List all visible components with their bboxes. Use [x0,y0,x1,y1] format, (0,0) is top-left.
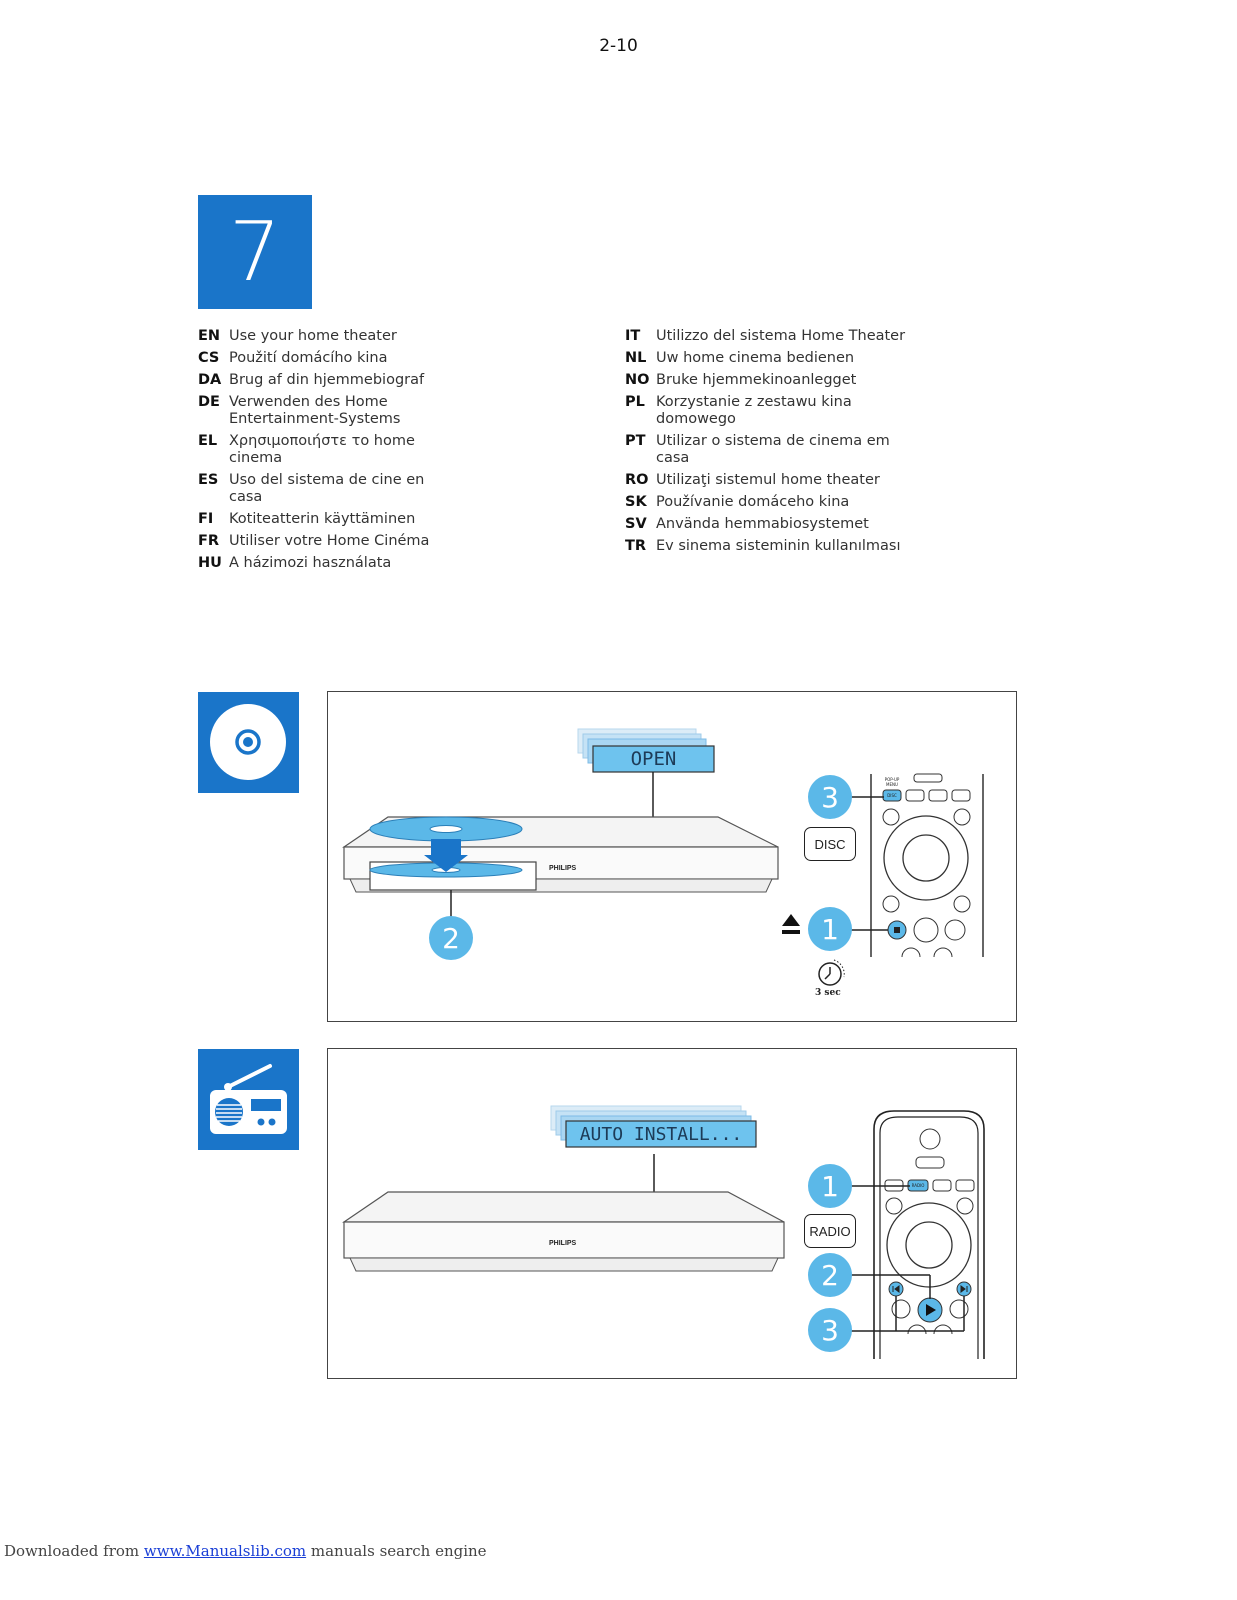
language-title: Utilizar o sistema de cinema em casa [656,433,890,466]
radio-icon-box [198,1049,299,1150]
language-code: PL [625,394,645,410]
language-row-fr: FR Utiliser votre Home Cinéma [198,533,449,550]
language-code: EL [198,433,218,449]
callout-2: 2 [808,1253,852,1297]
language-code: FI [198,511,214,527]
language-row-de: DE Verwenden des Home Entertainment-Syste… [198,394,449,428]
disc-button[interactable]: DISC [804,827,856,861]
language-title: Uw home cinema bedienen [656,350,855,366]
eject-icon [782,914,800,934]
footer-suffix: manuals search engine [306,1542,487,1560]
language-code: SV [625,516,647,532]
footer-prefix: Downloaded from [4,1542,144,1560]
language-code: DA [198,372,222,388]
stopwatch-icon [818,959,845,986]
player-brand-label: PHILIPS [549,1240,577,1247]
step-number-badge: 7 [198,195,312,309]
language-title: Brug af din hjemmebiograf [229,372,425,388]
language-title: Use your home theater [229,328,397,344]
language-title: Utilizaţi sistemul home theater [656,472,880,488]
language-title: Utiliser votre Home Cinéma [229,533,430,549]
language-code: RO [625,472,649,488]
language-row-pl: PL Korzystanie z zestawu kina domowego [625,394,916,428]
disc-instruction-panel: OPEN PHILIPS 3 2 1 DISC POP-UP MENU DISC… [327,691,1017,1022]
language-row-el: EL Χρησιμοποιήστε το home cinema [198,433,449,467]
language-row-cs: CS Použití domácího kina [198,350,449,367]
language-code: EN [198,328,221,344]
radio-icon [210,1064,287,1134]
timer-label: 3 sec [815,988,841,998]
language-row-en: EN Use your home theater [198,328,449,345]
language-row-es: ES Uso del sistema de cine en casa [198,472,449,506]
callout-1: 1 [808,907,852,951]
disc-icon-box [198,692,299,793]
disc-illustration [342,728,984,986]
language-title: Χρησιμοποιήστε το home cinema [229,433,415,466]
remote-radio-key-label: RADIO [911,1183,925,1188]
language-code: FR [198,533,220,549]
language-row-ro: RO Utilizaţi sistemul home theater [625,472,916,489]
language-code: NL [625,350,647,366]
language-code: DE [198,394,220,410]
remote-disc-key-label: DISC [887,793,897,798]
step-number: 7 [228,204,282,300]
language-title: Uso del sistema de cine en casa [229,472,425,505]
callout-1: 1 [808,1164,852,1208]
callout-2: 2 [429,916,473,960]
callout-3: 3 [808,1308,852,1352]
language-row-pt: PT Utilizar o sistema de cinema em casa [625,433,916,467]
language-title: Använda hemmabiosystemet [656,516,869,532]
player-display-text: AUTO INSTALL... [579,1123,743,1145]
popup-menu-label: POP-UP MENU [884,777,900,787]
language-row-sv: SV Använda hemmabiosystemet [625,516,916,533]
language-title: Verwenden des Home Entertainment-Systems [229,394,401,427]
player-brand-label: PHILIPS [549,865,577,872]
disc-icon [210,704,286,780]
language-row-it: IT Utilizzo del sistema Home Theater [625,328,916,345]
language-title: Bruke hjemmekinoanlegget [656,372,857,388]
language-title: Používanie domáceho kina [656,494,850,510]
language-title: Použití domácího kina [229,350,388,366]
language-code: CS [198,350,220,366]
language-title: A házimozi használata [229,555,392,571]
language-title: Ev sinema sisteminin kullanılması [656,538,901,554]
player-display-text: OPEN [630,748,677,770]
language-code: SK [625,494,647,510]
language-code: HU [198,555,222,571]
language-row-nl: NL Uw home cinema bedienen [625,350,916,367]
language-code: TR [625,538,647,554]
footer: Downloaded from www.Manualslib.com manua… [4,1542,487,1560]
page-number: 2-10 [599,36,638,56]
language-row-sk: SK Používanie domáceho kina [625,494,916,511]
callout-3: 3 [808,775,852,819]
radio-illustration [342,1105,985,1359]
language-code: NO [625,372,650,388]
language-title: Korzystanie z zestawu kina domowego [656,394,852,427]
language-title: Utilizzo del sistema Home Theater [656,328,906,344]
radio-instruction-panel: AUTO INSTALL... PHILIPS 1 2 3 RADIO RADI… [327,1048,1017,1379]
radio-button[interactable]: RADIO [804,1214,856,1248]
language-code: IT [625,328,641,344]
language-row-tr: TR Ev sinema sisteminin kullanılması [625,538,916,555]
language-row-da: DA Brug af din hjemmebiograf [198,372,449,389]
language-code: PT [625,433,646,449]
language-row-hu: HU A házimozi használata [198,555,449,572]
language-code: ES [198,472,219,488]
language-row-fi: FI Kotiteatterin käyttäminen [198,511,449,528]
footer-link[interactable]: www.Manualslib.com [143,1542,307,1560]
language-title: Kotiteatterin käyttäminen [229,511,416,527]
language-row-no: NO Bruke hjemmekinoanlegget [625,372,916,389]
